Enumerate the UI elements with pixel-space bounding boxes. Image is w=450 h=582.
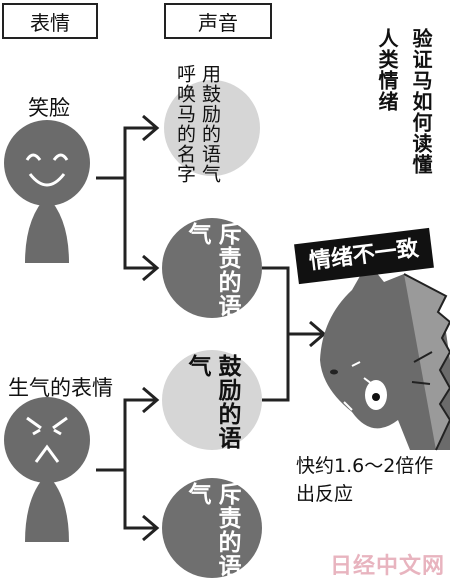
voice-text-4: 斥责的语气 xyxy=(184,482,240,578)
connector-mismatch xyxy=(262,266,327,402)
reaction-text: 快约1.6～2倍作出反应 xyxy=(296,455,434,505)
header-expression: 表情 xyxy=(2,3,98,39)
voice-text-1: 用鼓励的语气呼唤马的名字 xyxy=(174,64,221,184)
voice-circle-3 xyxy=(162,350,262,450)
connector-angry xyxy=(96,386,160,542)
horse-illustration xyxy=(320,262,450,451)
connector-smile xyxy=(96,114,160,282)
angry-figure xyxy=(4,397,90,542)
diagram-title: 验证马如何读懂人类情绪 xyxy=(375,28,433,175)
voice-text-3: 鼓励的语气 xyxy=(184,354,240,450)
smile-label: 笑脸 xyxy=(28,96,70,120)
voice-circle-1 xyxy=(164,80,260,176)
header-voice: 声音 xyxy=(164,3,272,39)
voice-circle-2 xyxy=(162,218,262,318)
smiling-figure xyxy=(4,120,90,263)
angry-label: 生气的表情 xyxy=(8,376,113,400)
watermark: 日经中文网 xyxy=(330,554,446,579)
voice-circle-4 xyxy=(162,478,262,578)
voice-text-2: 斥责的语气 xyxy=(184,222,240,318)
